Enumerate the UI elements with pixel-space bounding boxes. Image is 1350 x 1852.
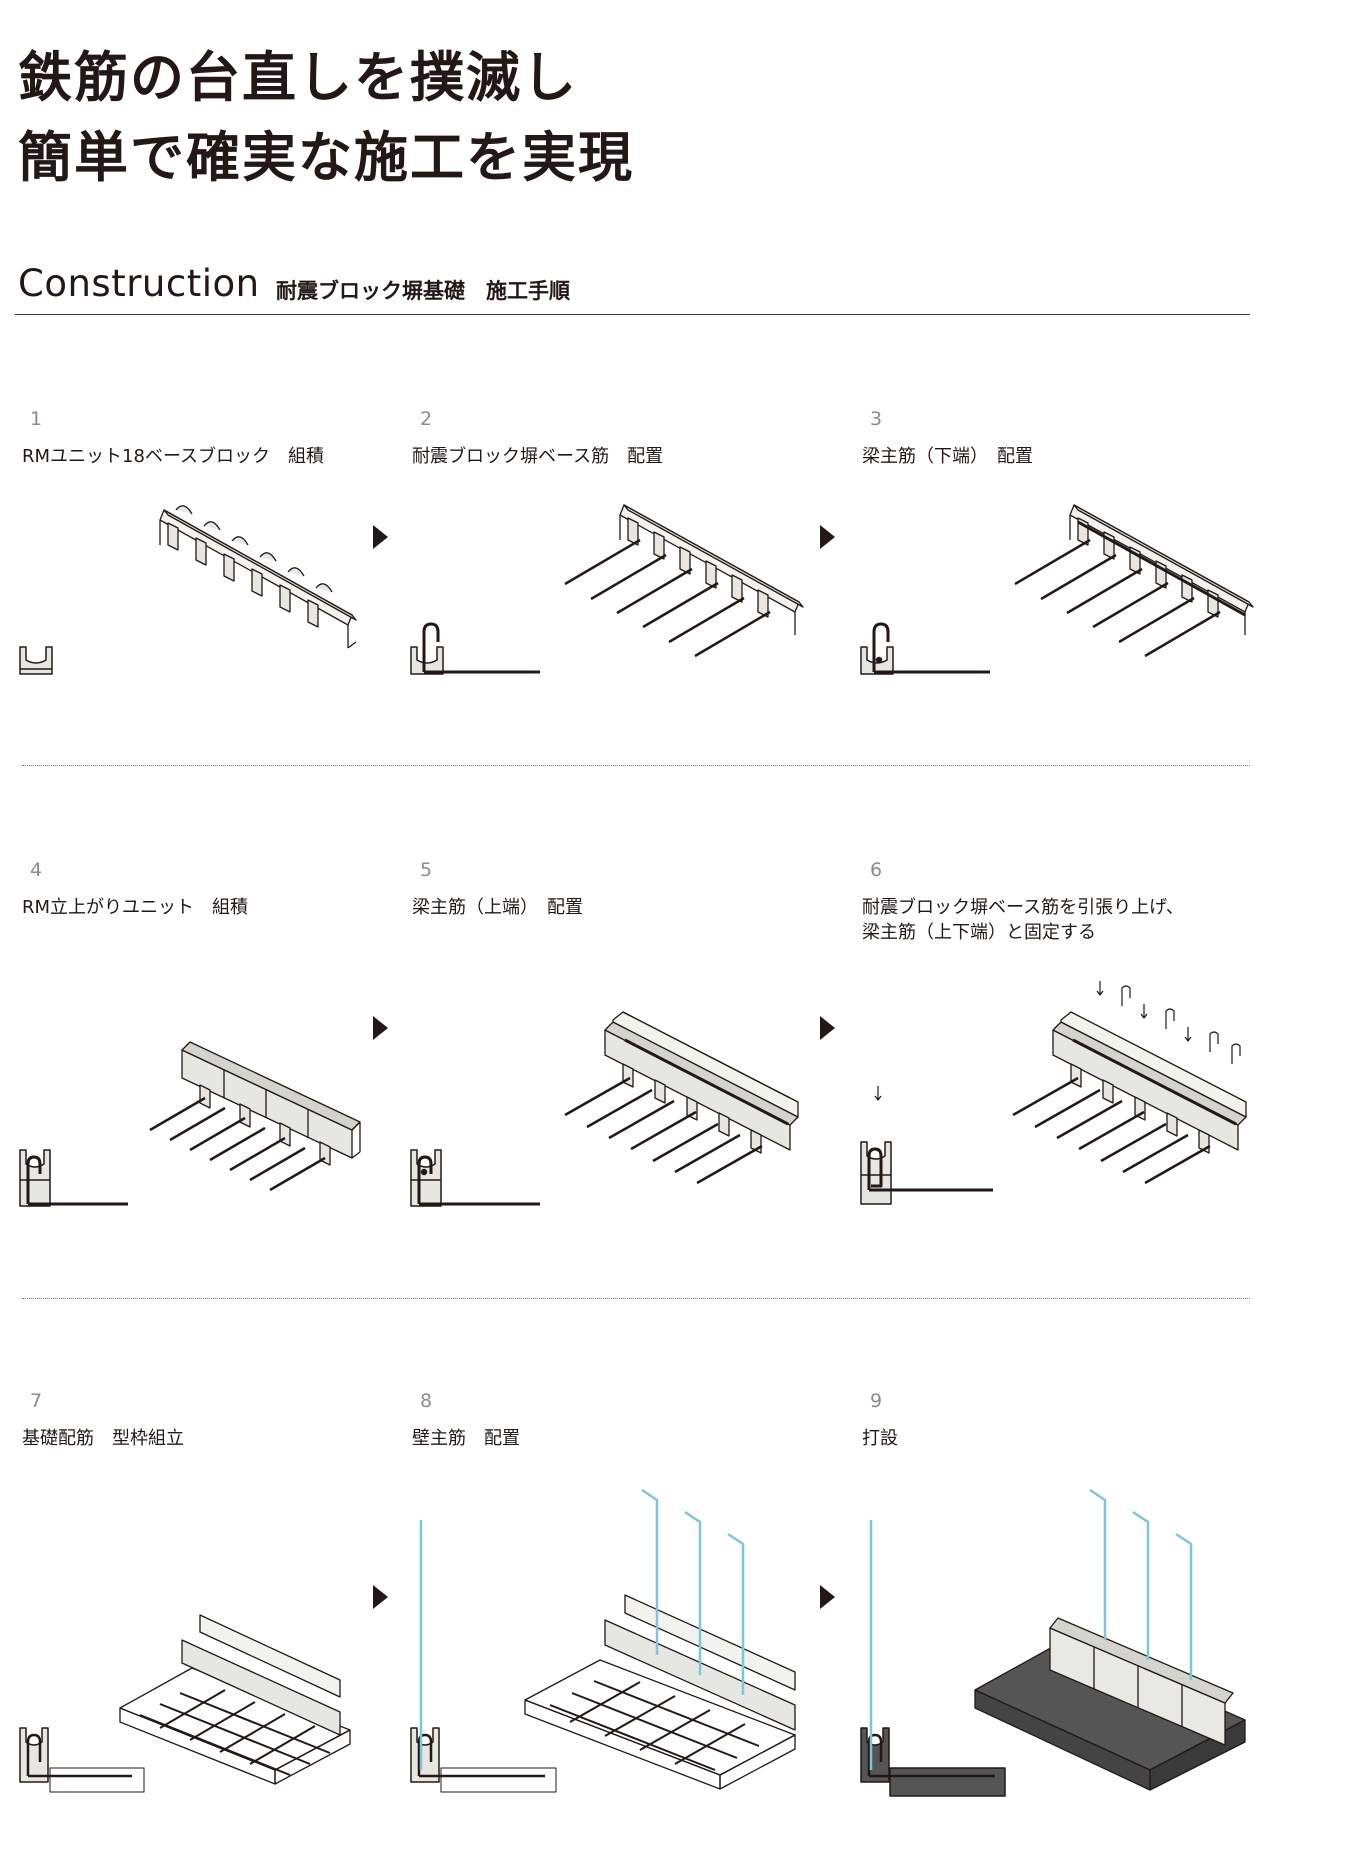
step-2-section-icon — [410, 622, 540, 675]
step-1-label: RMユニット18ベースブロック 組積 — [22, 446, 325, 467]
step-3-section-icon — [860, 622, 990, 675]
step-5-block-drawing — [564, 1011, 799, 1185]
step-2-number: 2 — [420, 408, 433, 430]
step-7-label: 基礎配筋 型枠組立 — [22, 1428, 184, 1449]
step-5-label: 梁主筋（上端） 配置 — [412, 897, 583, 918]
headline-line-2: 簡単で確実な施工を実現 — [18, 126, 634, 189]
step-2-label: 耐震ブロック塀ベース筋 配置 — [412, 446, 664, 467]
step-4-section-icon — [19, 1149, 128, 1207]
section-divider — [15, 314, 1250, 315]
step-5-section-icon — [410, 1149, 540, 1207]
step-6-section-icon — [860, 1086, 993, 1205]
step-arrow-icon — [373, 525, 388, 549]
step-8-section-icon — [410, 1520, 557, 1793]
row-divider-2 — [22, 1298, 1250, 1299]
step-1-section-icon — [19, 646, 53, 675]
step-2-block-drawing — [564, 504, 804, 658]
step-8-formwork-drawing — [524, 1488, 796, 1790]
pull-up-arrow-icons — [1096, 981, 1241, 1064]
step-1-block-drawing — [159, 505, 357, 649]
step-8-number: 8 — [420, 1390, 433, 1412]
step-9-label: 打設 — [862, 1428, 898, 1449]
step-9-number: 9 — [870, 1390, 883, 1412]
step-7-section-icon — [19, 1727, 145, 1793]
step-arrow-icon — [820, 525, 835, 549]
step-8-label: 壁主筋 配置 — [412, 1428, 520, 1449]
step-6-block-drawing — [1012, 981, 1247, 1185]
step-5-number: 5 — [420, 859, 433, 881]
step-7-formwork-drawing — [119, 1614, 351, 1785]
step-arrow-icon — [820, 1585, 835, 1609]
step-6-label-line2: 梁主筋（上下端）と固定する — [862, 922, 1096, 943]
step-9-section-icon — [860, 1520, 1006, 1797]
step-1-number: 1 — [30, 408, 43, 430]
row-divider-1 — [22, 765, 1250, 766]
step-6-number: 6 — [870, 859, 883, 881]
step-arrow-icon — [820, 1016, 835, 1040]
step-4-label: RM立上がりユニット 組積 — [22, 897, 249, 918]
step-4-block-drawing — [149, 1041, 361, 1192]
headline-line-1: 鉄筋の台直しを撲滅し — [18, 46, 578, 109]
step-3-label: 梁主筋（下端） 配置 — [862, 446, 1033, 467]
section-title: Construction — [18, 262, 260, 305]
step-4-number: 4 — [30, 859, 43, 881]
page-headline: 鉄筋の台直しを撲滅し 簡単で確実な施工を実現 — [18, 38, 634, 198]
section-subtitle: 耐震ブロック塀基礎 施工手順 — [276, 279, 570, 303]
step-arrow-icon — [373, 1016, 388, 1040]
step-7-number: 7 — [30, 1390, 43, 1412]
step-9-concrete-drawing — [974, 1488, 1246, 1791]
step-3-block-drawing — [1014, 504, 1254, 658]
step-3-number: 3 — [870, 408, 883, 430]
step-6-label: 耐震ブロック塀ベース筋を引張り上げ、 — [862, 897, 1184, 918]
step-arrow-icon — [373, 1585, 388, 1609]
